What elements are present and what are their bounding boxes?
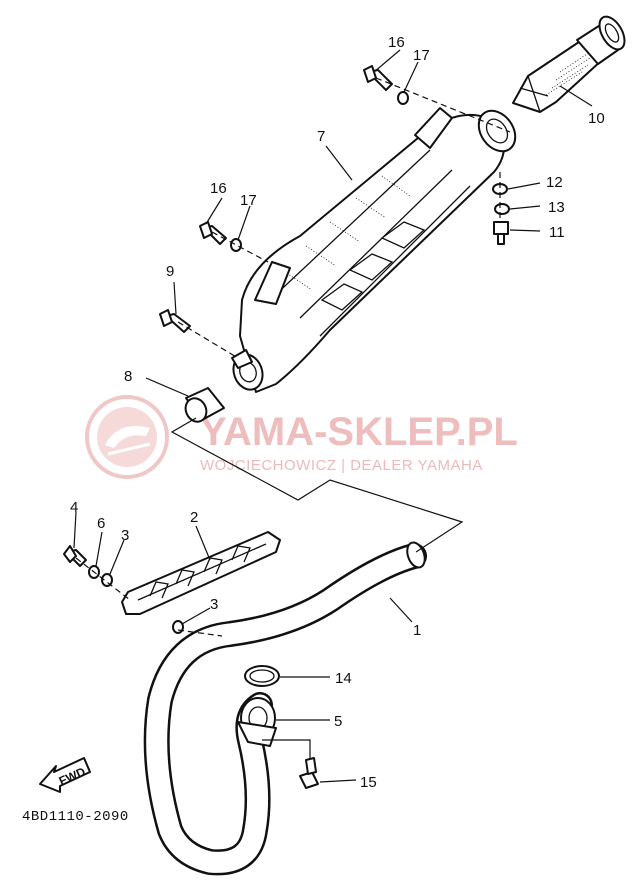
washer-17-lower bbox=[230, 238, 242, 252]
callout-9: 9 bbox=[166, 263, 174, 280]
bolt-16-lower bbox=[199, 221, 227, 245]
watermark: YAMA-SKLEP.PL WOJCIECHOWICZ | DEALER YAM… bbox=[85, 395, 518, 479]
callout-16-lower: 16 bbox=[210, 180, 227, 197]
callout-1: 1 bbox=[413, 622, 421, 639]
watermark-dealer: WOJCIECHOWICZ | DEALER YAMAHA bbox=[200, 457, 483, 474]
exhaust-pipe-part bbox=[143, 541, 427, 876]
leader-lines bbox=[73, 49, 593, 783]
bolt-4 bbox=[63, 545, 87, 567]
sleeve-gasket-part bbox=[184, 387, 225, 423]
callout-14: 14 bbox=[335, 670, 352, 687]
callout-17-lower: 17 bbox=[240, 192, 257, 209]
callout-11: 11 bbox=[549, 224, 565, 241]
watermark-brand: YAMA-SKLEP.PL bbox=[200, 410, 518, 454]
muffler-part bbox=[231, 107, 517, 393]
gasket-ring-part bbox=[244, 665, 280, 687]
callout-10: 10 bbox=[588, 110, 605, 127]
callout-5: 5 bbox=[334, 713, 342, 730]
callout-3-lower: 3 bbox=[210, 596, 218, 613]
callout-15: 15 bbox=[360, 774, 377, 791]
forward-arrow-icon: FWD bbox=[39, 757, 91, 793]
bolt-11 bbox=[493, 221, 509, 245]
washer-3-upper bbox=[101, 573, 113, 587]
callout-labels: 1 2 3 3 4 5 6 7 8 9 10 11 12 13 14 15 16… bbox=[70, 34, 605, 791]
callout-4: 4 bbox=[70, 499, 78, 516]
washer-3-lower bbox=[172, 620, 184, 634]
callout-17-upper: 17 bbox=[413, 47, 430, 64]
washer-17-upper bbox=[397, 91, 409, 105]
bolt-16-upper bbox=[363, 65, 393, 91]
callout-7: 7 bbox=[317, 128, 325, 145]
end-cap-part bbox=[512, 15, 626, 113]
catalog-code: 4BD1110-2090 bbox=[22, 809, 129, 825]
callout-12: 12 bbox=[546, 174, 563, 191]
washer-13 bbox=[494, 203, 510, 215]
callout-2: 2 bbox=[190, 509, 198, 526]
watermark-logo bbox=[85, 395, 169, 479]
callout-3-upper: 3 bbox=[121, 527, 129, 544]
callout-8: 8 bbox=[124, 368, 132, 385]
bolt-9 bbox=[159, 309, 191, 333]
callout-13: 13 bbox=[548, 199, 565, 216]
callout-16-upper: 16 bbox=[388, 34, 405, 51]
bolt-15 bbox=[299, 757, 319, 789]
callout-6: 6 bbox=[97, 515, 105, 532]
protector-part bbox=[121, 531, 281, 615]
